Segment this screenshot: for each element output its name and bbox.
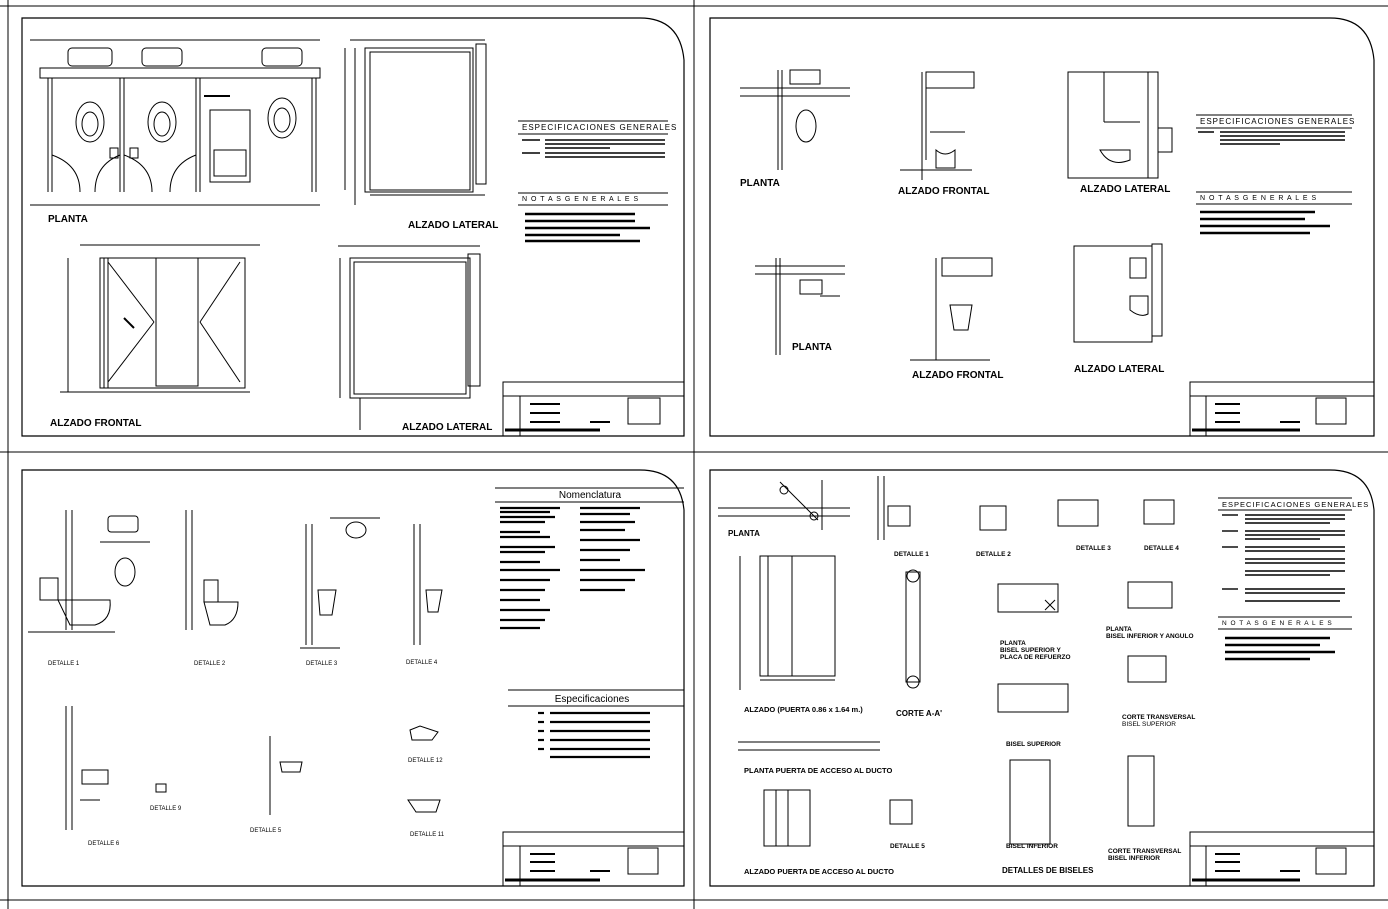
- specs-title: ESPECIFICACIONES GENERALES: [522, 123, 677, 132]
- plan-label: PLANTA: [728, 529, 760, 538]
- section-label: CORTE A-A': [896, 709, 942, 718]
- plan-sub-1: PLANTA: [1000, 640, 1026, 647]
- side-label-1: ALZADO LATERAL: [408, 220, 498, 231]
- side-label-2: ALZADO LATERAL: [1074, 364, 1164, 375]
- elev-duct-label: ALZADO PUERTA DE ACCESO AL DUCTO: [744, 867, 894, 876]
- front-label-2: ALZADO FRONTAL: [912, 370, 1003, 381]
- detail-12-label: DETALLE 12: [408, 758, 443, 764]
- plan-restroom-stalls: [30, 39, 321, 206]
- detail-4-label: DETALLE 4: [1144, 545, 1179, 552]
- specs-title: ESPECIFICACIONES GENERALES: [1200, 117, 1355, 126]
- detail-drawings: [28, 510, 443, 830]
- detail-2-label: DETALLE 2: [976, 551, 1011, 558]
- toilet-front-1: [900, 71, 975, 180]
- urinal-plan-1: [740, 69, 850, 170]
- nomenclature-title: Nomenclatura: [559, 490, 622, 501]
- specs-title: ESPECIFICACIONES GENERALES: [1222, 500, 1369, 509]
- side-elevation-bottom: [338, 245, 480, 430]
- notes-title: N O T A S G E N E R A L E S: [1222, 620, 1333, 627]
- detail-5-label: DETALLE 5: [890, 843, 925, 850]
- title-block: [1189, 831, 1375, 887]
- detail-11-label: DETALLE 11: [410, 832, 445, 838]
- corte-t2-a: CORTE TRANSVERSAL: [1108, 848, 1181, 855]
- detail-1-label: DETALLE 1: [894, 551, 929, 558]
- corte-t1-b: BISEL SUPERIOR: [1122, 721, 1176, 728]
- specifications-title: Especificaciones: [555, 694, 629, 705]
- sheet-bottom-left: Nomenclatura Especificaciones: [21, 469, 685, 887]
- detail-3-label: DETALLE 3: [306, 661, 338, 667]
- sheet-bottom-right: ESPECIFICACIONES GENERALES N O T A S G E…: [709, 469, 1375, 887]
- side-label-1: ALZADO LATERAL: [1080, 184, 1170, 195]
- title-block: [1189, 381, 1375, 437]
- plan-label-1: PLANTA: [740, 178, 780, 189]
- sheet-top-right: ESPECIFICACIONES GENERALES N O T A S G E…: [709, 17, 1375, 437]
- plan-sub-2: BISEL SUPERIOR Y: [1000, 647, 1061, 654]
- detail-4-label: DETALLE 4: [406, 660, 438, 666]
- side-label-2: ALZADO LATERAL: [402, 422, 492, 433]
- brick-column-2: [467, 253, 481, 387]
- plan-sub-4: PLANTA: [1106, 626, 1132, 633]
- notes-title: N O T A S G E N E R A L E S: [1200, 195, 1317, 202]
- sheet-top-left: ESPECIFICACIONES GENERALES N O T A S G E…: [21, 17, 685, 437]
- detail-9-label: DETALLE 9: [150, 806, 182, 812]
- title-block: [502, 831, 685, 887]
- notes-title: N O T A S G E N E R A L E S: [522, 196, 639, 203]
- plan-label-2: PLANTA: [792, 342, 832, 353]
- bisel-details: [718, 476, 1175, 847]
- corte-t1-a: CORTE TRANSVERSAL: [1122, 714, 1195, 721]
- detail-3-label: DETALLE 3: [1076, 545, 1111, 552]
- front-elevation: [60, 244, 260, 393]
- urinal-plan-2: [755, 258, 845, 355]
- nomenclature-list: [500, 506, 645, 630]
- brick-column-1: [475, 43, 487, 185]
- detail-2-label: DETALLE 2: [194, 661, 226, 667]
- toilet-side-1: [1067, 71, 1173, 179]
- title-block: [502, 381, 685, 437]
- bisel-inferior-label: BISEL INFERIOR: [1006, 843, 1058, 850]
- bisel-details-title: DETALLES DE BISELES: [1002, 866, 1094, 875]
- plan-label: PLANTA: [48, 214, 88, 225]
- urinal-front-2: [910, 257, 993, 361]
- bisel-superior-label: BISEL SUPERIOR: [1006, 741, 1061, 748]
- specifications-list: [538, 711, 650, 759]
- elevation-label: ALZADO (PUERTA 0.86 x 1.64 m.): [744, 705, 863, 714]
- front-label: ALZADO FRONTAL: [50, 418, 141, 429]
- detail-1-label: DETALLE 1: [48, 661, 80, 667]
- detail-5-label: DETALLE 5: [250, 828, 282, 834]
- side-elevation-top: [344, 39, 485, 205]
- plan-sub-5: BISEL INFERIOR Y ANGULO: [1106, 633, 1194, 640]
- plan-duct-label: PLANTA PUERTA DE ACCESO AL DUCTO: [744, 766, 893, 775]
- corte-t2-b: BISEL INFERIOR: [1108, 855, 1160, 862]
- detail-6-label: DETALLE 6: [88, 841, 120, 847]
- plan-sub-3: PLACA DE REFUERZO: [1000, 654, 1071, 661]
- front-label-1: ALZADO FRONTAL: [898, 186, 989, 197]
- urinal-side-2: [1073, 243, 1163, 343]
